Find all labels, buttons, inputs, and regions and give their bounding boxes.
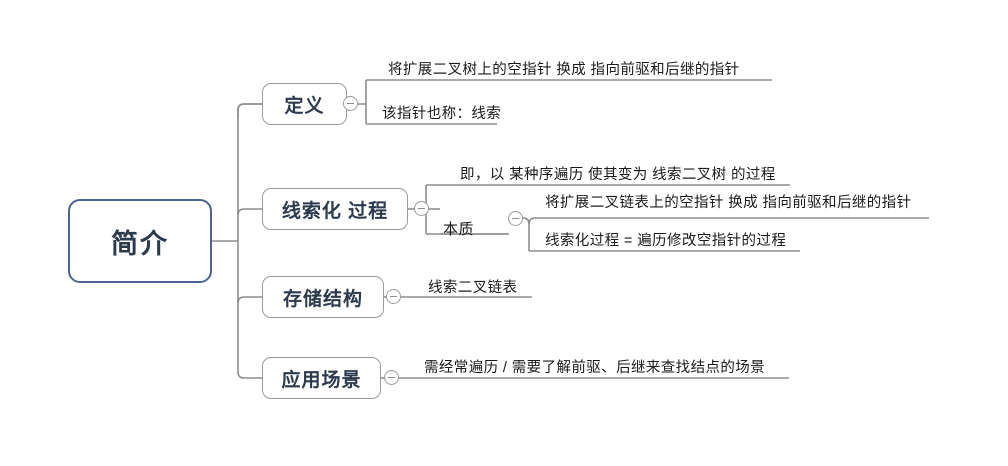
branch-label-definition: 定义 (284, 95, 325, 117)
branch-label-storage-structure: 存储结构 (282, 288, 363, 310)
collapse-minus-icon-essence[interactable] (508, 211, 523, 226)
branch-node-threading-process[interactable]: 线索化 过程 (262, 188, 408, 230)
branch-node-storage-structure[interactable]: 存储结构 (262, 276, 384, 318)
root-node[interactable]: 简介 (68, 199, 212, 283)
collapse-minus-icon-storage-structure[interactable] (386, 289, 401, 304)
leaf-essence-1: 将扩展二叉链表上的空指针 换成 指向前驱和后继的指针 (545, 195, 912, 211)
collapse-minus-icon-application-scenario[interactable] (384, 370, 399, 385)
root-label: 简介 (111, 228, 169, 259)
branch-label-threading-process: 线索化 过程 (281, 200, 389, 222)
branch-label-application-scenario: 应用场景 (281, 369, 362, 391)
branch-node-application-scenario[interactable]: 应用场景 (262, 357, 381, 399)
leaf-storage-structure-1: 线索二叉链表 (428, 280, 518, 296)
collapse-minus-icon-definition[interactable] (343, 96, 358, 111)
branch-node-definition[interactable]: 定义 (262, 83, 347, 125)
subbranch-label-essence: 本质 (443, 221, 475, 238)
leaf-threading-process-1: 即，以 某种序遍历 使其变为 线索二叉树 的过程 (460, 167, 776, 183)
leaf-application-scenario-1: 需经常遍历 / 需要了解前驱、后继来查找结点的场景 (424, 360, 766, 376)
collapse-minus-icon-threading-process[interactable] (414, 201, 429, 216)
leaf-essence-2: 线索化过程 = 遍历修改空指针的过程 (545, 233, 787, 249)
leaf-definition-2: 该指针也称：线索 (382, 106, 502, 122)
leaf-definition-1: 将扩展二叉树上的空指针 换成 指向前驱和后继的指针 (388, 62, 740, 78)
